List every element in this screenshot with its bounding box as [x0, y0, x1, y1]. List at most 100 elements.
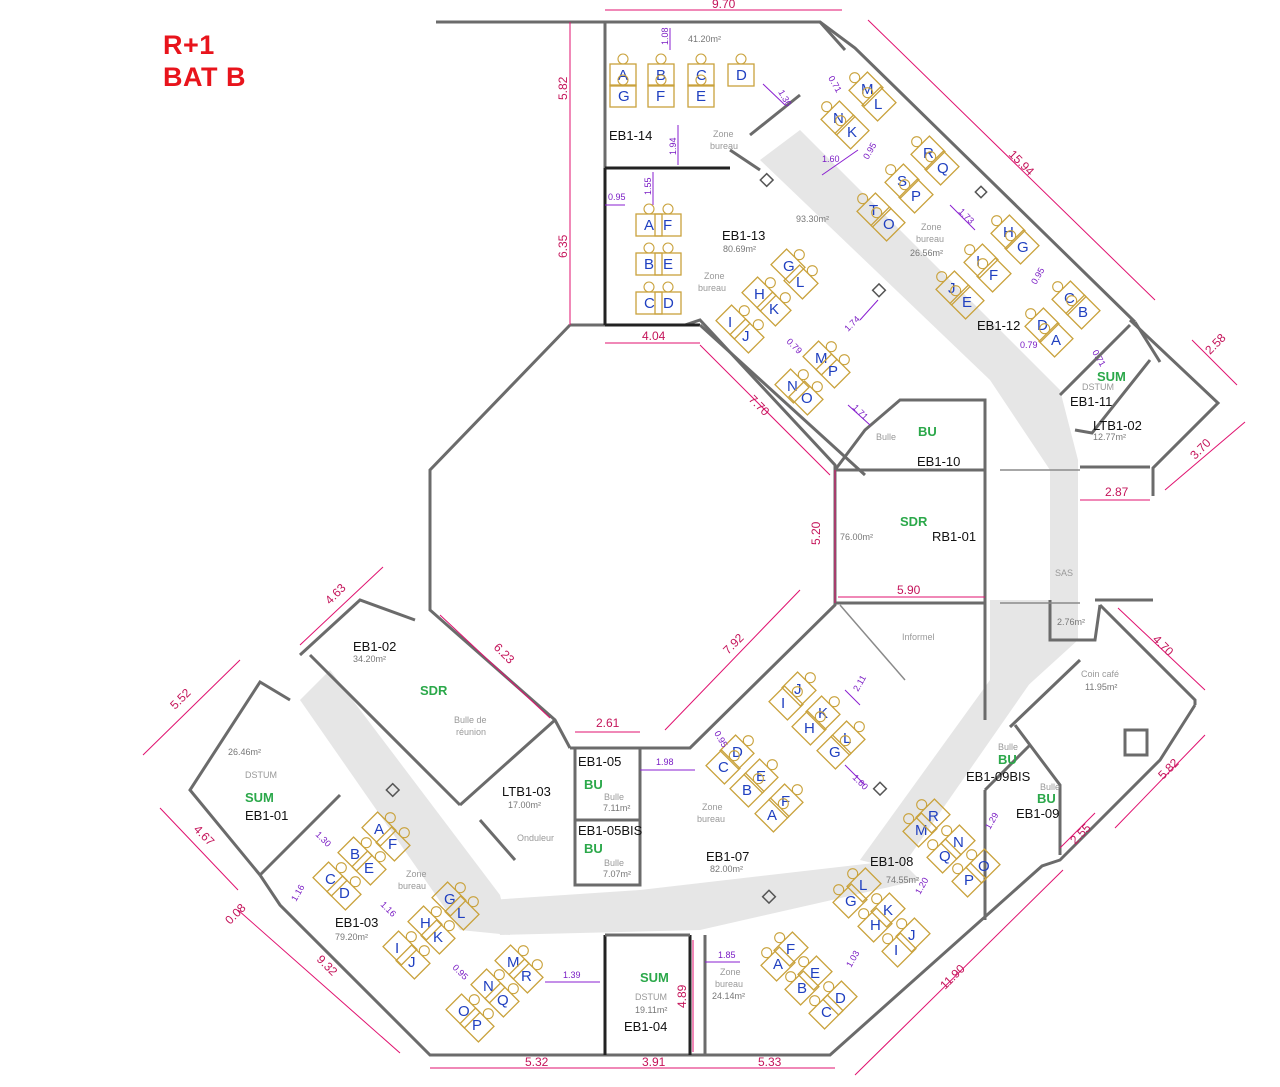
desk [951, 862, 987, 898]
desk-letter: O [801, 390, 813, 407]
central-octagon [428, 318, 837, 750]
room-area: 26.56m² [910, 248, 943, 258]
desk [926, 838, 962, 874]
zone-label: bureau [697, 814, 725, 824]
desk-letter: L [843, 730, 851, 747]
desk [808, 994, 844, 1030]
small-dim-label: 1.71 [851, 402, 870, 421]
zone-label: DSTUM [635, 992, 667, 1002]
dim-label: 5.20 [809, 521, 823, 545]
desk [768, 685, 804, 721]
desk-letter: R [521, 968, 532, 985]
desk-letter: R [923, 145, 934, 162]
zone-label: DSTUM [1082, 382, 1114, 392]
desk-letter: A [644, 217, 654, 234]
small-dim-label: 1.94 [668, 137, 678, 155]
small-dim-label: 1.39 [563, 970, 581, 980]
desk-letter: F [781, 793, 790, 810]
desk-letter: N [483, 978, 494, 995]
desk-letter: A [767, 807, 777, 824]
desk-letter: K [847, 124, 857, 141]
desk [361, 811, 397, 847]
desk [815, 353, 851, 389]
desk-letter: L [796, 274, 804, 291]
desk [805, 695, 841, 731]
dim-label: 0.08 [222, 900, 249, 927]
dim-label: 9.32 [314, 952, 341, 979]
desk [965, 848, 1001, 884]
desk [494, 944, 530, 980]
desk [351, 850, 387, 886]
tag-label: BU [998, 752, 1017, 767]
desk [729, 772, 765, 808]
desk [797, 955, 833, 991]
desk-letter: G [845, 893, 857, 910]
desk-letter: B [350, 846, 360, 863]
desk-letter: F [663, 217, 672, 234]
room-code: EB1-08 [870, 854, 913, 869]
desk [791, 710, 827, 746]
small-dim-label: 1.36 [776, 88, 793, 108]
desk [687, 53, 715, 87]
desk [508, 958, 544, 994]
desk [420, 919, 456, 955]
desk [773, 931, 809, 967]
dim-label: 4.89 [675, 984, 689, 1008]
desk [484, 982, 520, 1018]
desk [949, 284, 985, 320]
sas-label: SAS [1055, 568, 1073, 578]
desk [861, 86, 897, 122]
dim-label: 7.70 [746, 392, 773, 419]
zone-label: Zone [921, 222, 942, 232]
tag-label: BU [1037, 791, 1056, 806]
dim-label: 4.70 [1150, 632, 1177, 659]
desk [915, 798, 951, 834]
room-area: 12.77m² [1093, 432, 1126, 442]
desk [719, 734, 755, 770]
desk-letter: F [388, 836, 397, 853]
zone-label: Onduleur [517, 833, 554, 843]
desk-letter: D [736, 67, 747, 84]
desk [635, 281, 663, 315]
tag-label: SDR [420, 683, 448, 698]
desk-letter: B [1078, 304, 1088, 321]
dim-label: 5.32 [525, 1055, 549, 1069]
desk-letter: I [395, 940, 399, 957]
desk [895, 917, 931, 953]
desk [1004, 229, 1040, 265]
small-dim-label: 0.71 [826, 74, 843, 94]
zone-label: DSTUM [245, 770, 277, 780]
desk-letter: O [458, 1003, 470, 1020]
room-code: EB1-14 [609, 128, 652, 143]
tag-label: SUM [1097, 369, 1126, 384]
desk [609, 53, 637, 87]
desk [609, 74, 637, 108]
dim-label: 11.90 [937, 961, 968, 992]
desk-letter: M [915, 822, 928, 839]
dim-label: 6.35 [556, 234, 570, 258]
pillars [385, 172, 988, 905]
desk [822, 980, 858, 1016]
desk-letter: D [663, 295, 674, 312]
desk-letter: F [786, 941, 795, 958]
desk-letter: T [869, 202, 878, 219]
desk-letter: E [810, 965, 820, 982]
desk [857, 907, 893, 943]
desk-letter: P [472, 1017, 482, 1034]
dimension-lines [142, 9, 1246, 1076]
desk-letter: H [754, 286, 765, 303]
desk-letter: K [883, 902, 893, 919]
room-area: 34.20m² [353, 654, 386, 664]
desk-letter: I [894, 942, 898, 959]
desk [1024, 307, 1060, 343]
sas-area: 2.76m² [1057, 617, 1085, 627]
desk [754, 797, 790, 833]
desk-letter: N [787, 378, 798, 395]
desk [760, 946, 796, 982]
room-code: EB1-10 [917, 454, 960, 469]
desk-letter: A [374, 821, 384, 838]
desk [902, 812, 938, 848]
desk [870, 206, 906, 242]
desk [781, 671, 817, 707]
